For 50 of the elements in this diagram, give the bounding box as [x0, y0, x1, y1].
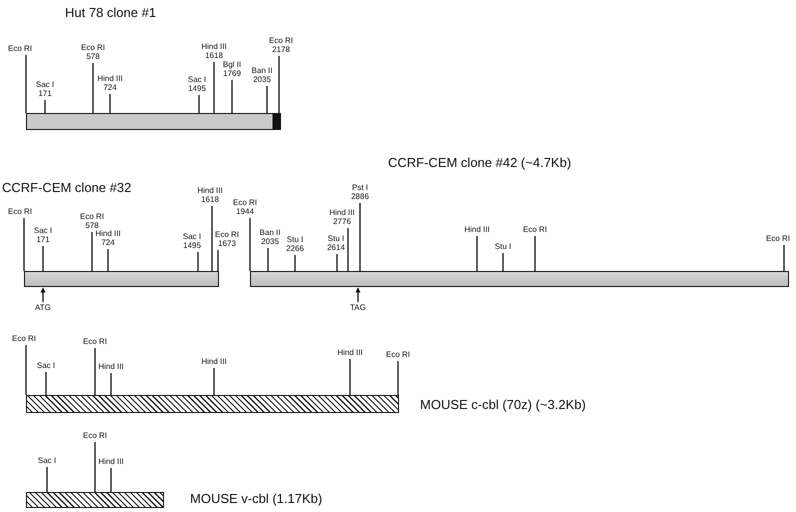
site-label: Sac I [36, 456, 58, 465]
clone-title: CCRF-CEM clone #42 (~4.7Kb) [388, 155, 572, 170]
hatched-cdna-bar [26, 492, 164, 508]
site-label: Eco RI [6, 207, 33, 216]
site-label: Hind III [200, 357, 228, 366]
clone-title: CCRF-CEM clone #32 [2, 180, 132, 195]
site-label: Eco RI [10, 334, 37, 343]
clone-bar [24, 271, 219, 287]
site-label: Eco RI [764, 234, 791, 243]
site-label: Eco RI [82, 337, 108, 346]
site-label: Hind III 2776 [328, 208, 356, 226]
site-label: Eco RI 1944 [232, 198, 258, 216]
site-label: Sac I 171 [32, 226, 54, 244]
clone-bar [26, 113, 281, 130]
site-label: Eco RI 578 [80, 43, 106, 61]
clone-title: MOUSE c-cbl (70z) (~3.2Kb) [420, 397, 586, 412]
site-label: Stu I 2266 [285, 235, 305, 253]
site-label: Hind III 1618 [196, 186, 224, 204]
site-label: Eco RI [6, 44, 33, 53]
site-label: Hind III 724 [96, 74, 124, 92]
codon-label: TAG [350, 303, 366, 312]
site-label: Hind III [97, 457, 125, 466]
site-label: Eco RI [384, 350, 411, 359]
site-label: Hind III [97, 362, 125, 371]
arrow [355, 287, 361, 302]
site-label: Eco RI [522, 225, 548, 234]
site-label: Hind III [336, 348, 364, 357]
site-label: Eco RI 2178 [268, 36, 294, 54]
site-label: Sac I [36, 361, 56, 370]
site-label: Eco RI [82, 431, 108, 440]
site-label: Ban II 2035 [250, 66, 274, 84]
site-label: Sac I 1495 [186, 75, 208, 93]
site-label: Eco RI 1673 [214, 230, 240, 248]
clone-title: MOUSE v-cbl (1.17Kb) [190, 491, 322, 506]
site-label: Stu I [494, 242, 512, 251]
site-label: Eco RI 578 [78, 212, 105, 230]
site-label: Hind III 724 [94, 229, 122, 247]
site-label: Ban II 2035 [258, 228, 282, 246]
site-label: Bgl II 1769 [222, 60, 242, 78]
site-label: Sac I 1495 [182, 232, 202, 250]
site-label: Pst I 2886 [350, 183, 370, 201]
site-label: Hind III 1618 [200, 42, 228, 60]
site-label: Hind III [463, 225, 491, 234]
clone-bar [250, 271, 789, 287]
site-label: Stu I 2614 [326, 234, 346, 252]
site-label: Sac I 171 [34, 80, 56, 98]
clone-title: Hut 78 clone #1 [65, 5, 156, 20]
hatched-cdna-bar [26, 395, 399, 413]
arrow [40, 287, 46, 302]
codon-label: ATG [35, 303, 51, 312]
